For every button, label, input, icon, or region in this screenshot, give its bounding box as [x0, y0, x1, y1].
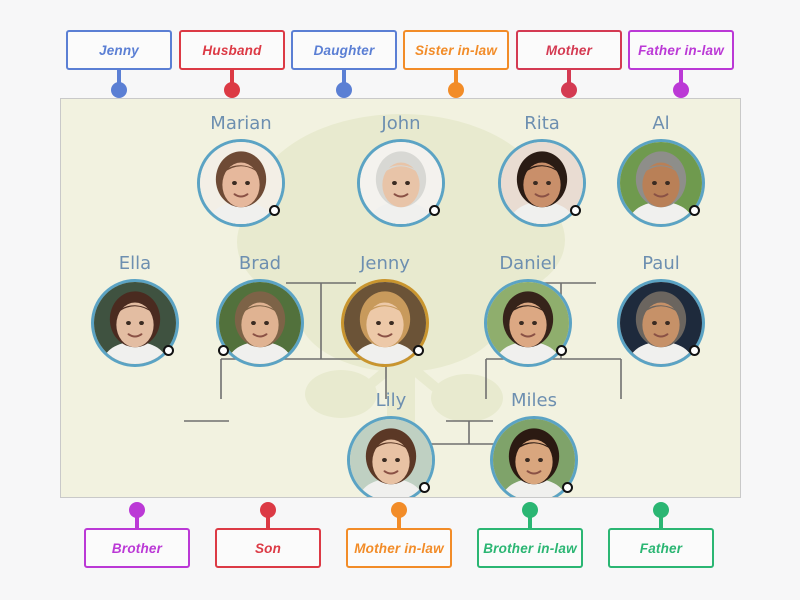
answer-drop-target-miles[interactable]: [562, 482, 573, 493]
answer-drop-target-marian[interactable]: [269, 205, 280, 216]
person-node-daniel[interactable]: Daniel: [484, 253, 572, 367]
bottom-label-pin-stem: [528, 510, 532, 530]
person-node-ella[interactable]: Ella: [91, 253, 179, 367]
portrait-icon: [94, 282, 176, 364]
portrait-icon: [360, 142, 442, 224]
person-photo-lily[interactable]: [347, 416, 435, 497]
answer-drop-target-al[interactable]: [689, 205, 700, 216]
top-label-pin-stem: [117, 68, 121, 86]
person-photo-daniel[interactable]: [484, 279, 572, 367]
top-label-pin-stem: [342, 68, 346, 86]
portrait-icon: [350, 419, 432, 497]
person-photo-paul[interactable]: [617, 279, 705, 367]
top-label-pin-stem: [454, 68, 458, 86]
person-node-rita[interactable]: Rita: [498, 113, 586, 227]
person-photo-miles[interactable]: [490, 416, 578, 497]
portrait-icon: [219, 282, 301, 364]
top-label-chip-sister-in-law[interactable]: Sister in-law: [403, 30, 509, 70]
person-photo-ella[interactable]: [91, 279, 179, 367]
answer-drop-target-john[interactable]: [429, 205, 440, 216]
portrait-icon: [620, 282, 702, 364]
top-label-pin-head: [224, 82, 240, 98]
person-name-label: Al: [652, 113, 670, 134]
bottom-label-pin-stem: [135, 510, 139, 530]
person-name-label: Daniel: [499, 253, 557, 274]
bottom-label-chip-son[interactable]: Son: [215, 528, 321, 568]
bottom-label-chip-brother-in-law[interactable]: Brother in-law: [477, 528, 583, 568]
answer-drop-target-brad[interactable]: [218, 345, 229, 356]
top-label-chip-father-in-law[interactable]: Father in-law: [628, 30, 734, 70]
person-node-paul[interactable]: Paul: [617, 253, 705, 367]
person-photo-al[interactable]: [617, 139, 705, 227]
person-node-miles[interactable]: Miles: [490, 390, 578, 497]
answer-drop-target-lily[interactable]: [419, 482, 430, 493]
person-name-label: Brad: [238, 253, 282, 274]
portrait-icon: [200, 142, 282, 224]
person-node-marian[interactable]: Marian: [197, 113, 285, 227]
person-name-label: Ella: [118, 253, 152, 274]
person-node-john[interactable]: John: [357, 113, 445, 227]
answer-drop-target-jenny[interactable]: [413, 345, 424, 356]
bottom-label-pin-stem: [659, 510, 663, 530]
top-label-pin-stem: [230, 68, 234, 86]
answer-drop-target-ella[interactable]: [163, 345, 174, 356]
top-label-pin-head: [673, 82, 689, 98]
person-node-jenny[interactable]: Jenny: [341, 253, 429, 367]
top-label-chip-daughter[interactable]: Daughter: [291, 30, 397, 70]
bottom-label-pin-head: [260, 502, 276, 518]
top-label-chip-mother[interactable]: Mother: [516, 30, 622, 70]
portrait-icon: [344, 282, 426, 364]
answer-drop-target-daniel[interactable]: [556, 345, 567, 356]
portrait-icon: [620, 142, 702, 224]
answer-drop-target-rita[interactable]: [570, 205, 581, 216]
portrait-icon: [501, 142, 583, 224]
top-label-chip-husband[interactable]: Husband: [179, 30, 285, 70]
bottom-label-chip-mother-in-law[interactable]: Mother in-law: [346, 528, 452, 568]
person-name-label: Rita: [524, 113, 560, 134]
portrait-icon: [493, 419, 575, 497]
person-name-label: Miles: [511, 390, 557, 411]
top-label-pin-head: [336, 82, 352, 98]
top-label-pin-head: [561, 82, 577, 98]
person-photo-brad[interactable]: [216, 279, 304, 367]
bottom-label-pin-head: [522, 502, 538, 518]
person-name-label: Marian: [210, 113, 272, 134]
portrait-icon: [487, 282, 569, 364]
bottom-label-pin-stem: [266, 510, 270, 530]
bottom-label-pin-head: [391, 502, 407, 518]
bottom-label-pin-head: [653, 502, 669, 518]
bottom-label-chip-father[interactable]: Father: [608, 528, 714, 568]
person-name-label: Lily: [375, 390, 407, 411]
top-label-pin-head: [448, 82, 464, 98]
top-label-pin-stem: [679, 68, 683, 86]
top-label-chip-jenny[interactable]: Jenny: [66, 30, 172, 70]
person-name-label: Paul: [642, 253, 680, 274]
bottom-label-chip-brother[interactable]: Brother: [84, 528, 190, 568]
top-label-pin-stem: [567, 68, 571, 86]
person-node-al[interactable]: Al: [617, 113, 705, 227]
person-name-label: John: [381, 113, 421, 134]
person-node-lily[interactable]: Lily: [347, 390, 435, 497]
bottom-label-pin-stem: [397, 510, 401, 530]
top-label-pin-head: [111, 82, 127, 98]
person-node-brad[interactable]: Brad: [216, 253, 304, 367]
bottom-label-pin-head: [129, 502, 145, 518]
person-name-label: Jenny: [360, 253, 410, 274]
answer-drop-target-paul[interactable]: [689, 345, 700, 356]
